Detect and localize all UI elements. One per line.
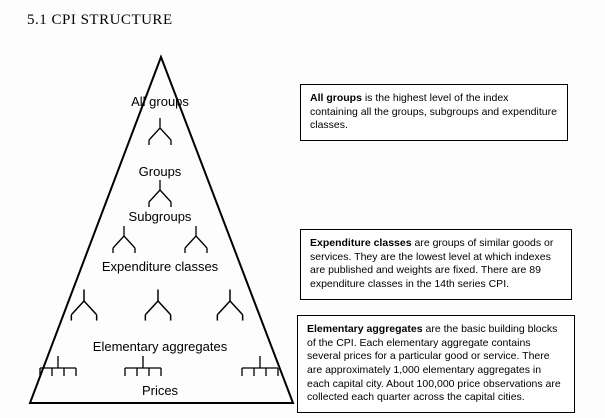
comb-icon [124,355,162,377]
callout-text: are groups of similar goods or services.… [310,237,554,290]
callout-expenditure-classes: Expenditure classes are groups of simila… [300,229,572,300]
pyramid-level-prices: Prices [141,383,179,398]
pyramid-level-groups: Groups [138,164,182,179]
comb-icon [241,355,279,377]
branch-icon [216,288,244,322]
callout-lead: All groups [310,92,362,104]
branch-icon [148,117,172,146]
page-title: 5.1 CPI STRUCTURE [27,12,173,28]
callout-elementary-aggregates: Elementary aggregates are the basic buil… [297,315,575,413]
branch-icon [70,288,98,322]
pyramid-level-subgroups: Subgroups [128,209,192,224]
branch-icon [148,179,172,208]
callout-lead: Elementary aggregates [307,323,423,335]
comb-icon [39,355,77,377]
pyramid-level-elementary-aggregates: Elementary aggregates [92,339,228,354]
branch-icon [184,225,208,254]
pyramid-level-all-groups: All groups [131,94,189,109]
pyramid-level-expenditure-classes: Expenditure classes [101,259,219,274]
callout-text: is the highest level of the index contai… [310,92,557,132]
pyramid-outline [28,54,295,404]
callout-all-groups: All groups is the highest level of the i… [300,84,568,141]
callout-text: are the basic building blocks of the CPI… [307,323,561,404]
callout-lead: Expenditure classes [310,237,412,249]
branch-icon [144,288,172,322]
branch-icon [112,225,136,254]
